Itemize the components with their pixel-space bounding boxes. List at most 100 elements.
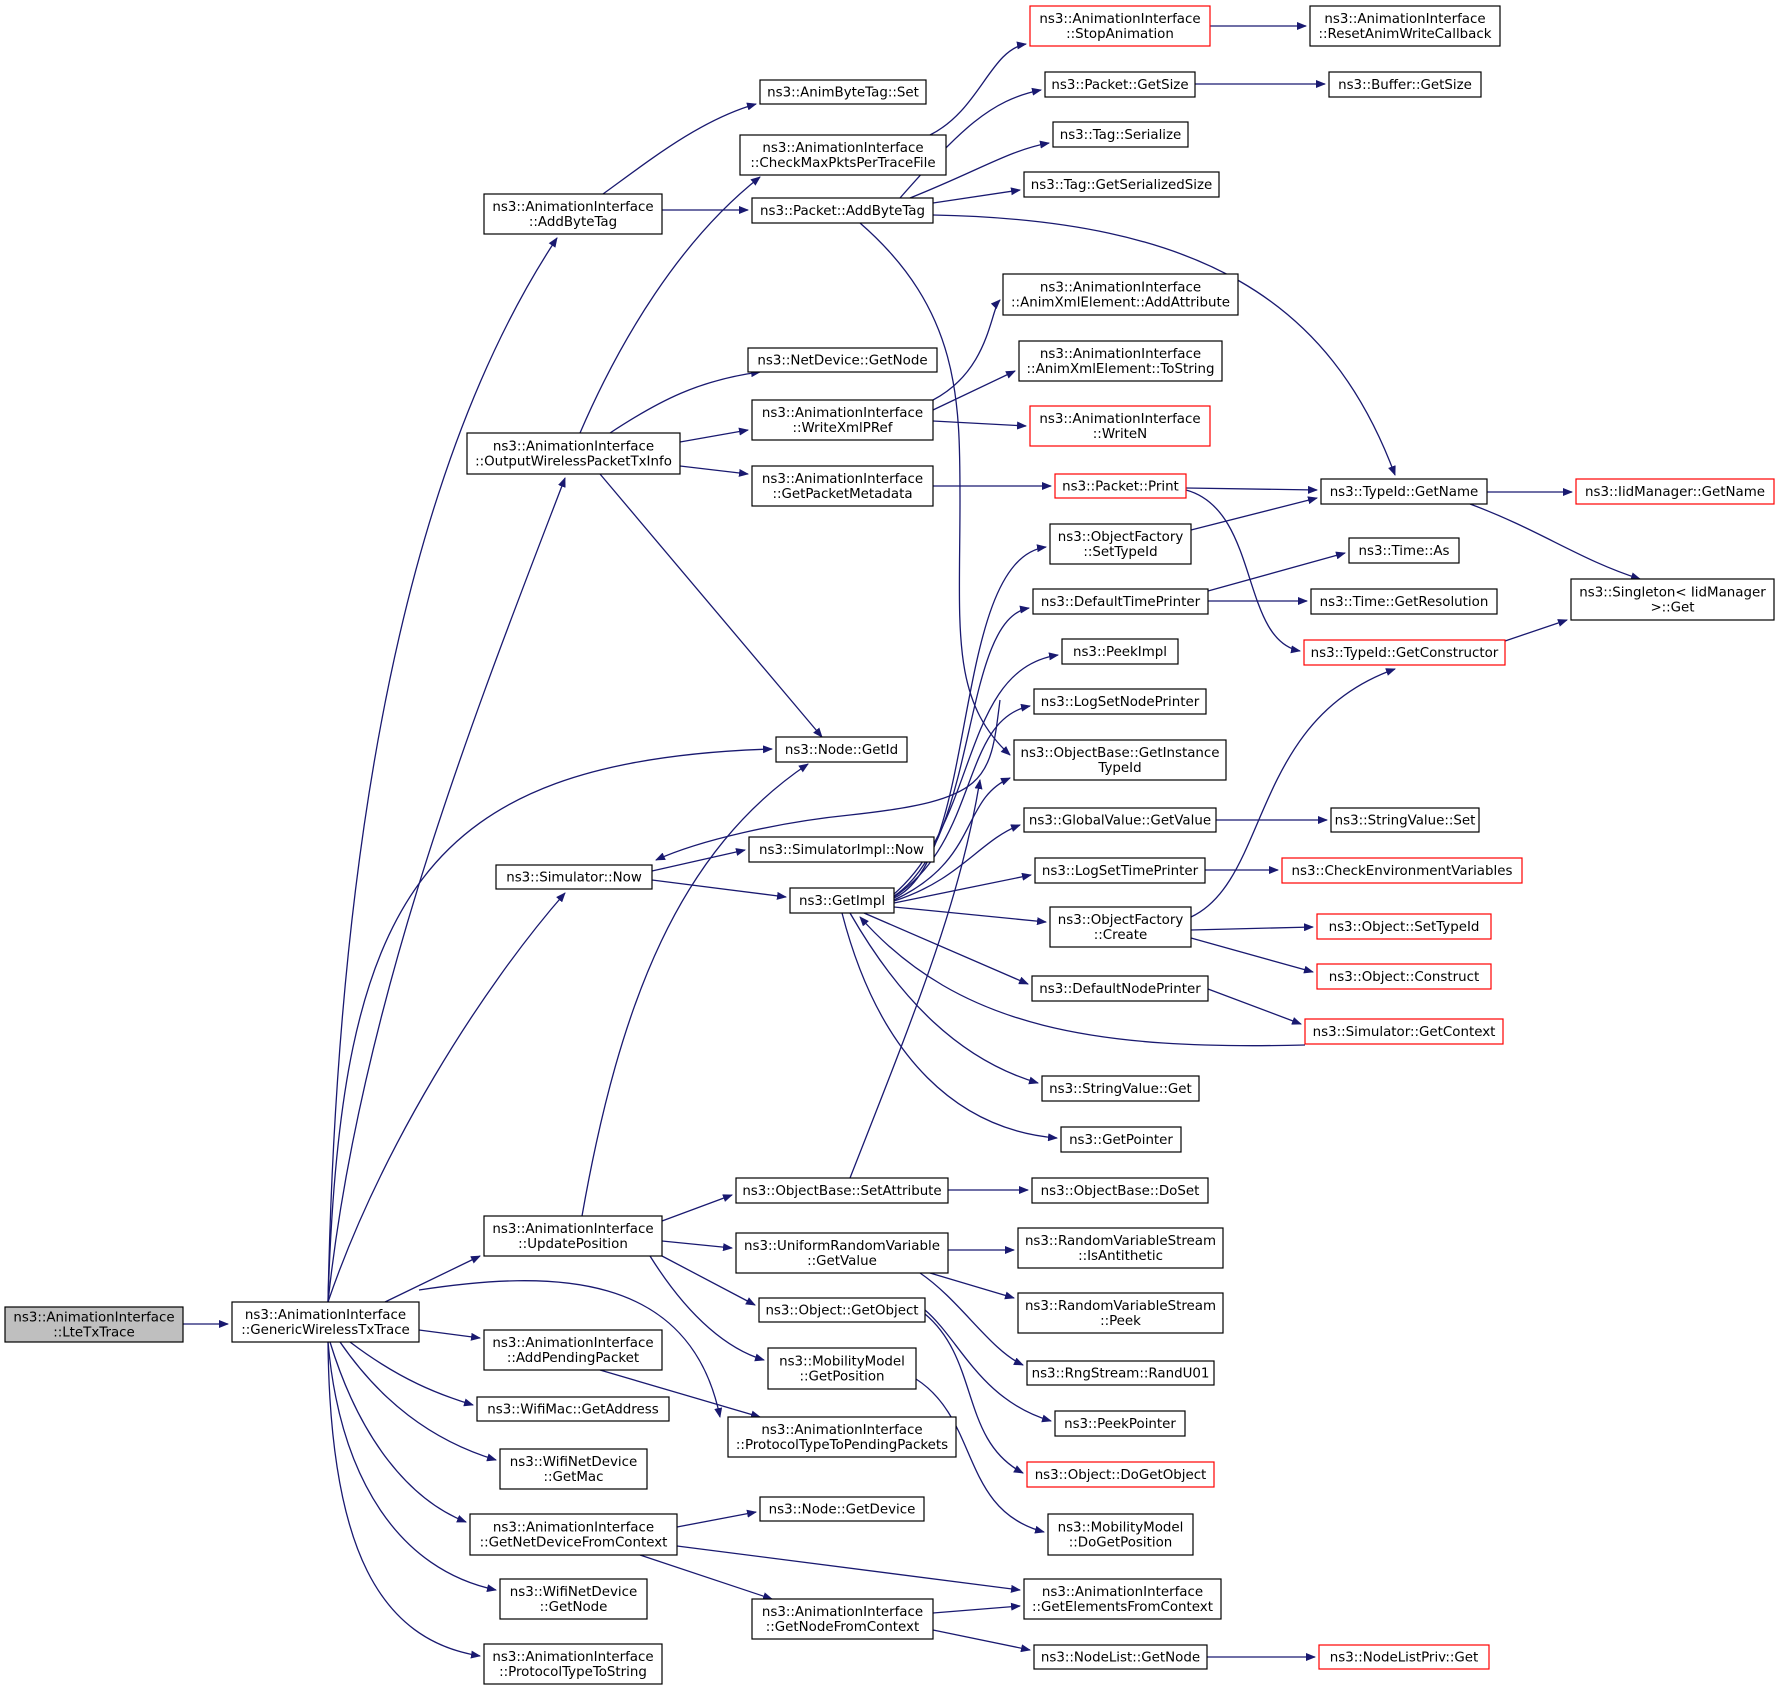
node-addpend[interactable]: ns3::AnimationInterface::AddPendingPacke… [483,1329,663,1371]
node-label: >::Get [1650,601,1694,616]
edge-updpos-to-obsa [661,1194,733,1222]
node-dnp[interactable]: ns3::DefaultNodePrinter [1031,975,1209,1002]
node-gen[interactable]: ns3::AnimationInterface::GenericWireless… [231,1301,420,1343]
node-timeas[interactable]: ns3::Time::As [1348,537,1460,564]
node-wndnode[interactable]: ns3::WifiNetDevice::GetNode [499,1578,648,1620]
node-simgc[interactable]: ns3::Simulator::GetContext [1304,1018,1504,1045]
edge-getndfc-to-gefc [676,1545,1021,1593]
node-rvsia[interactable]: ns3::RandomVariableStream::IsAntithetic [1017,1227,1224,1269]
node-peekimpl[interactable]: ns3::PeekImpl [1061,638,1179,665]
node-pgs[interactable]: ns3::Packet::GetSize [1044,71,1196,98]
node-box [759,1496,925,1522]
node-dtp[interactable]: ns3::DefaultTimePrinter [1032,588,1209,615]
node-label: ns3::AnimationInterface [13,1311,174,1326]
node-box [4,1306,184,1343]
node-wxp[interactable]: ns3::AnimationInterface::WriteXmlPRef [751,399,934,441]
node-tgss[interactable]: ns3::Tag::GetSerializedSize [1023,171,1220,198]
node-label: ns3::AnimationInterface [762,472,923,487]
node-abtset[interactable]: ns3::AnimByteTag::Set [759,79,927,105]
node-cev[interactable]: ns3::CheckEnvironmentVariables [1281,857,1523,884]
node-obdoset[interactable]: ns3::ObjectBase::DoSet [1031,1177,1209,1204]
edge-getimpl-to-dnp [863,912,1029,985]
node-rawc[interactable]: ns3::AnimationInterface::ResetAnimWriteC… [1309,5,1501,47]
node-getndfc[interactable]: ns3::AnimationInterface::GetNetDeviceFro… [469,1513,678,1556]
edge-getimpl-to-getptr [841,912,1058,1142]
node-timegr[interactable]: ns3::Time::GetResolution [1310,588,1498,615]
node-nlpget[interactable]: ns3::NodeListPriv::Get [1318,1644,1490,1670]
node-nlgn[interactable]: ns3::NodeList::GetNode [1033,1644,1208,1670]
node-box [789,887,895,914]
node-box [751,399,934,441]
node-tidgc[interactable]: ns3::TypeId::GetConstructor [1303,639,1506,666]
node-gpm[interactable]: ns3::AnimationInterface::GetPacketMetada… [751,465,934,507]
node-axaa[interactable]: ns3::AnimationInterface::AnimXmlElement:… [1002,273,1239,316]
node-label: ns3::Object::Construct [1329,970,1480,985]
node-ngd[interactable]: ns3::Node::GetDevice [759,1496,925,1522]
node-svset[interactable]: ns3::StringValue::Set [1330,807,1480,833]
node-wndmac[interactable]: ns3::WifiNetDevice::GetMac [499,1448,648,1490]
node-label: ns3::NodeListPriv::Get [1330,1651,1479,1666]
node-label: ::GetElementsFromContext [1032,1600,1213,1615]
node-gefc[interactable]: ns3::AnimationInterface::GetElementsFrom… [1023,1578,1222,1620]
node-label: ::ResetAnimWriteCallback [1318,27,1491,42]
node-writen[interactable]: ns3::AnimationInterface::WriteN [1029,405,1211,447]
node-box [751,465,934,507]
node-label: ::UpdatePosition [518,1237,628,1252]
node-ndgn[interactable]: ns3::NetDevice::GetNode [747,347,938,373]
node-gnfc[interactable]: ns3::AnimationInterface::GetNodeFromCont… [751,1598,934,1640]
node-box [1032,588,1209,615]
node-updpos[interactable]: ns3::AnimationInterface::UpdatePosition [483,1215,663,1257]
node-label: ns3::AnimationInterface [1040,347,1201,362]
node-label: ns3::StringValue::Set [1335,814,1476,829]
node-oconst[interactable]: ns3::Object::Construct [1316,963,1492,990]
node-getimpl[interactable]: ns3::GetImpl [789,887,895,914]
node-peekptr[interactable]: ns3::PeekPointer [1054,1410,1186,1437]
node-iidgn[interactable]: ns3::IidManager::GetName [1575,478,1775,505]
node-label: ns3::LogSetTimePrinter [1042,864,1199,879]
node-pprint[interactable]: ns3::Packet::Print [1054,473,1187,499]
node-urvgv[interactable]: ns3::UniformRandomVariable::GetValue [735,1232,949,1274]
node-mmgp[interactable]: ns3::MobilityModel::GetPosition [767,1347,917,1390]
node-pts[interactable]: ns3::AnimationInterface::ProtocolTypeToS… [483,1643,663,1685]
node-label: ns3::WifiMac::GetAddress [487,1403,658,1418]
node-svget[interactable]: ns3::StringValue::Get [1041,1075,1200,1102]
node-owp[interactable]: ns3::AnimationInterface::OutputWirelessP… [466,432,681,475]
node-label: ns3::Singleton< IidManager [1579,586,1766,601]
edge-wxp-to-axts [932,370,1016,411]
node-obsa[interactable]: ns3::ObjectBase::SetAttribute [735,1177,949,1204]
node-stopanim[interactable]: ns3::AnimationInterface::StopAnimation [1029,5,1211,47]
node-box [775,736,908,763]
node-ost[interactable]: ns3::Object::SetTypeId [1316,913,1492,940]
node-rsru[interactable]: ns3::RngStream::RandU01 [1026,1360,1215,1386]
node-axts[interactable]: ns3::AnimationInterface::AnimXmlElement:… [1018,340,1223,382]
node-ptpp[interactable]: ns3::AnimationInterface::ProtocolTypeToP… [727,1416,957,1458]
node-addbt[interactable]: ns3::AnimationInterface::AddByteTag [483,193,663,235]
node-lstp[interactable]: ns3::LogSetTimePrinter [1034,857,1206,884]
node-rvspeek[interactable]: ns3::RandomVariableStream::Peek [1017,1292,1224,1334]
node-ofc[interactable]: ns3::ObjectFactory::Create [1049,906,1192,948]
node-wmaddr[interactable]: ns3::WifiMac::GetAddress [476,1396,670,1422]
node-lte[interactable]: ns3::AnimationInterface::LteTxTrace [4,1306,184,1343]
node-bgs[interactable]: ns3::Buffer::GetSize [1328,71,1482,98]
node-mmdgp[interactable]: ns3::MobilityModel::DoGetPosition [1047,1513,1194,1556]
node-pabt[interactable]: ns3::Packet::AddByteTag [751,197,934,224]
edge-obsa-to-obgit [849,779,983,1179]
node-ogo[interactable]: ns3::Object::GetObject [758,1297,926,1323]
node-tagser[interactable]: ns3::Tag::Serialize [1052,121,1189,148]
node-ofst[interactable]: ns3::ObjectFactory::SetTypeId [1049,523,1192,565]
node-singget[interactable]: ns3::Singleton< IidManager>::Get [1570,578,1775,621]
node-simnow[interactable]: ns3::Simulator::Now [495,864,653,890]
edge-cmp-to-stopanim [929,41,1027,136]
node-getptr[interactable]: ns3::GetPointer [1060,1126,1182,1153]
node-box [469,1513,678,1556]
node-tidgn[interactable]: ns3::TypeId::GetName [1320,478,1488,505]
node-cmp[interactable]: ns3::AnimationInterface::CheckMaxPktsPer… [739,134,947,176]
node-simimpnow[interactable]: ns3::SimulatorImpl::Now [748,836,935,863]
node-gvgv[interactable]: ns3::GlobalValue::GetValue [1023,807,1217,833]
node-label: ns3::AnimationInterface [761,1423,922,1438]
edge-pabt-to-tidgn [932,214,1396,476]
node-lsnp[interactable]: ns3::LogSetNodePrinter [1033,688,1207,715]
node-odgo[interactable]: ns3::Object::DoGetObject [1026,1461,1215,1488]
node-nodeid[interactable]: ns3::Node::GetId [775,736,908,763]
